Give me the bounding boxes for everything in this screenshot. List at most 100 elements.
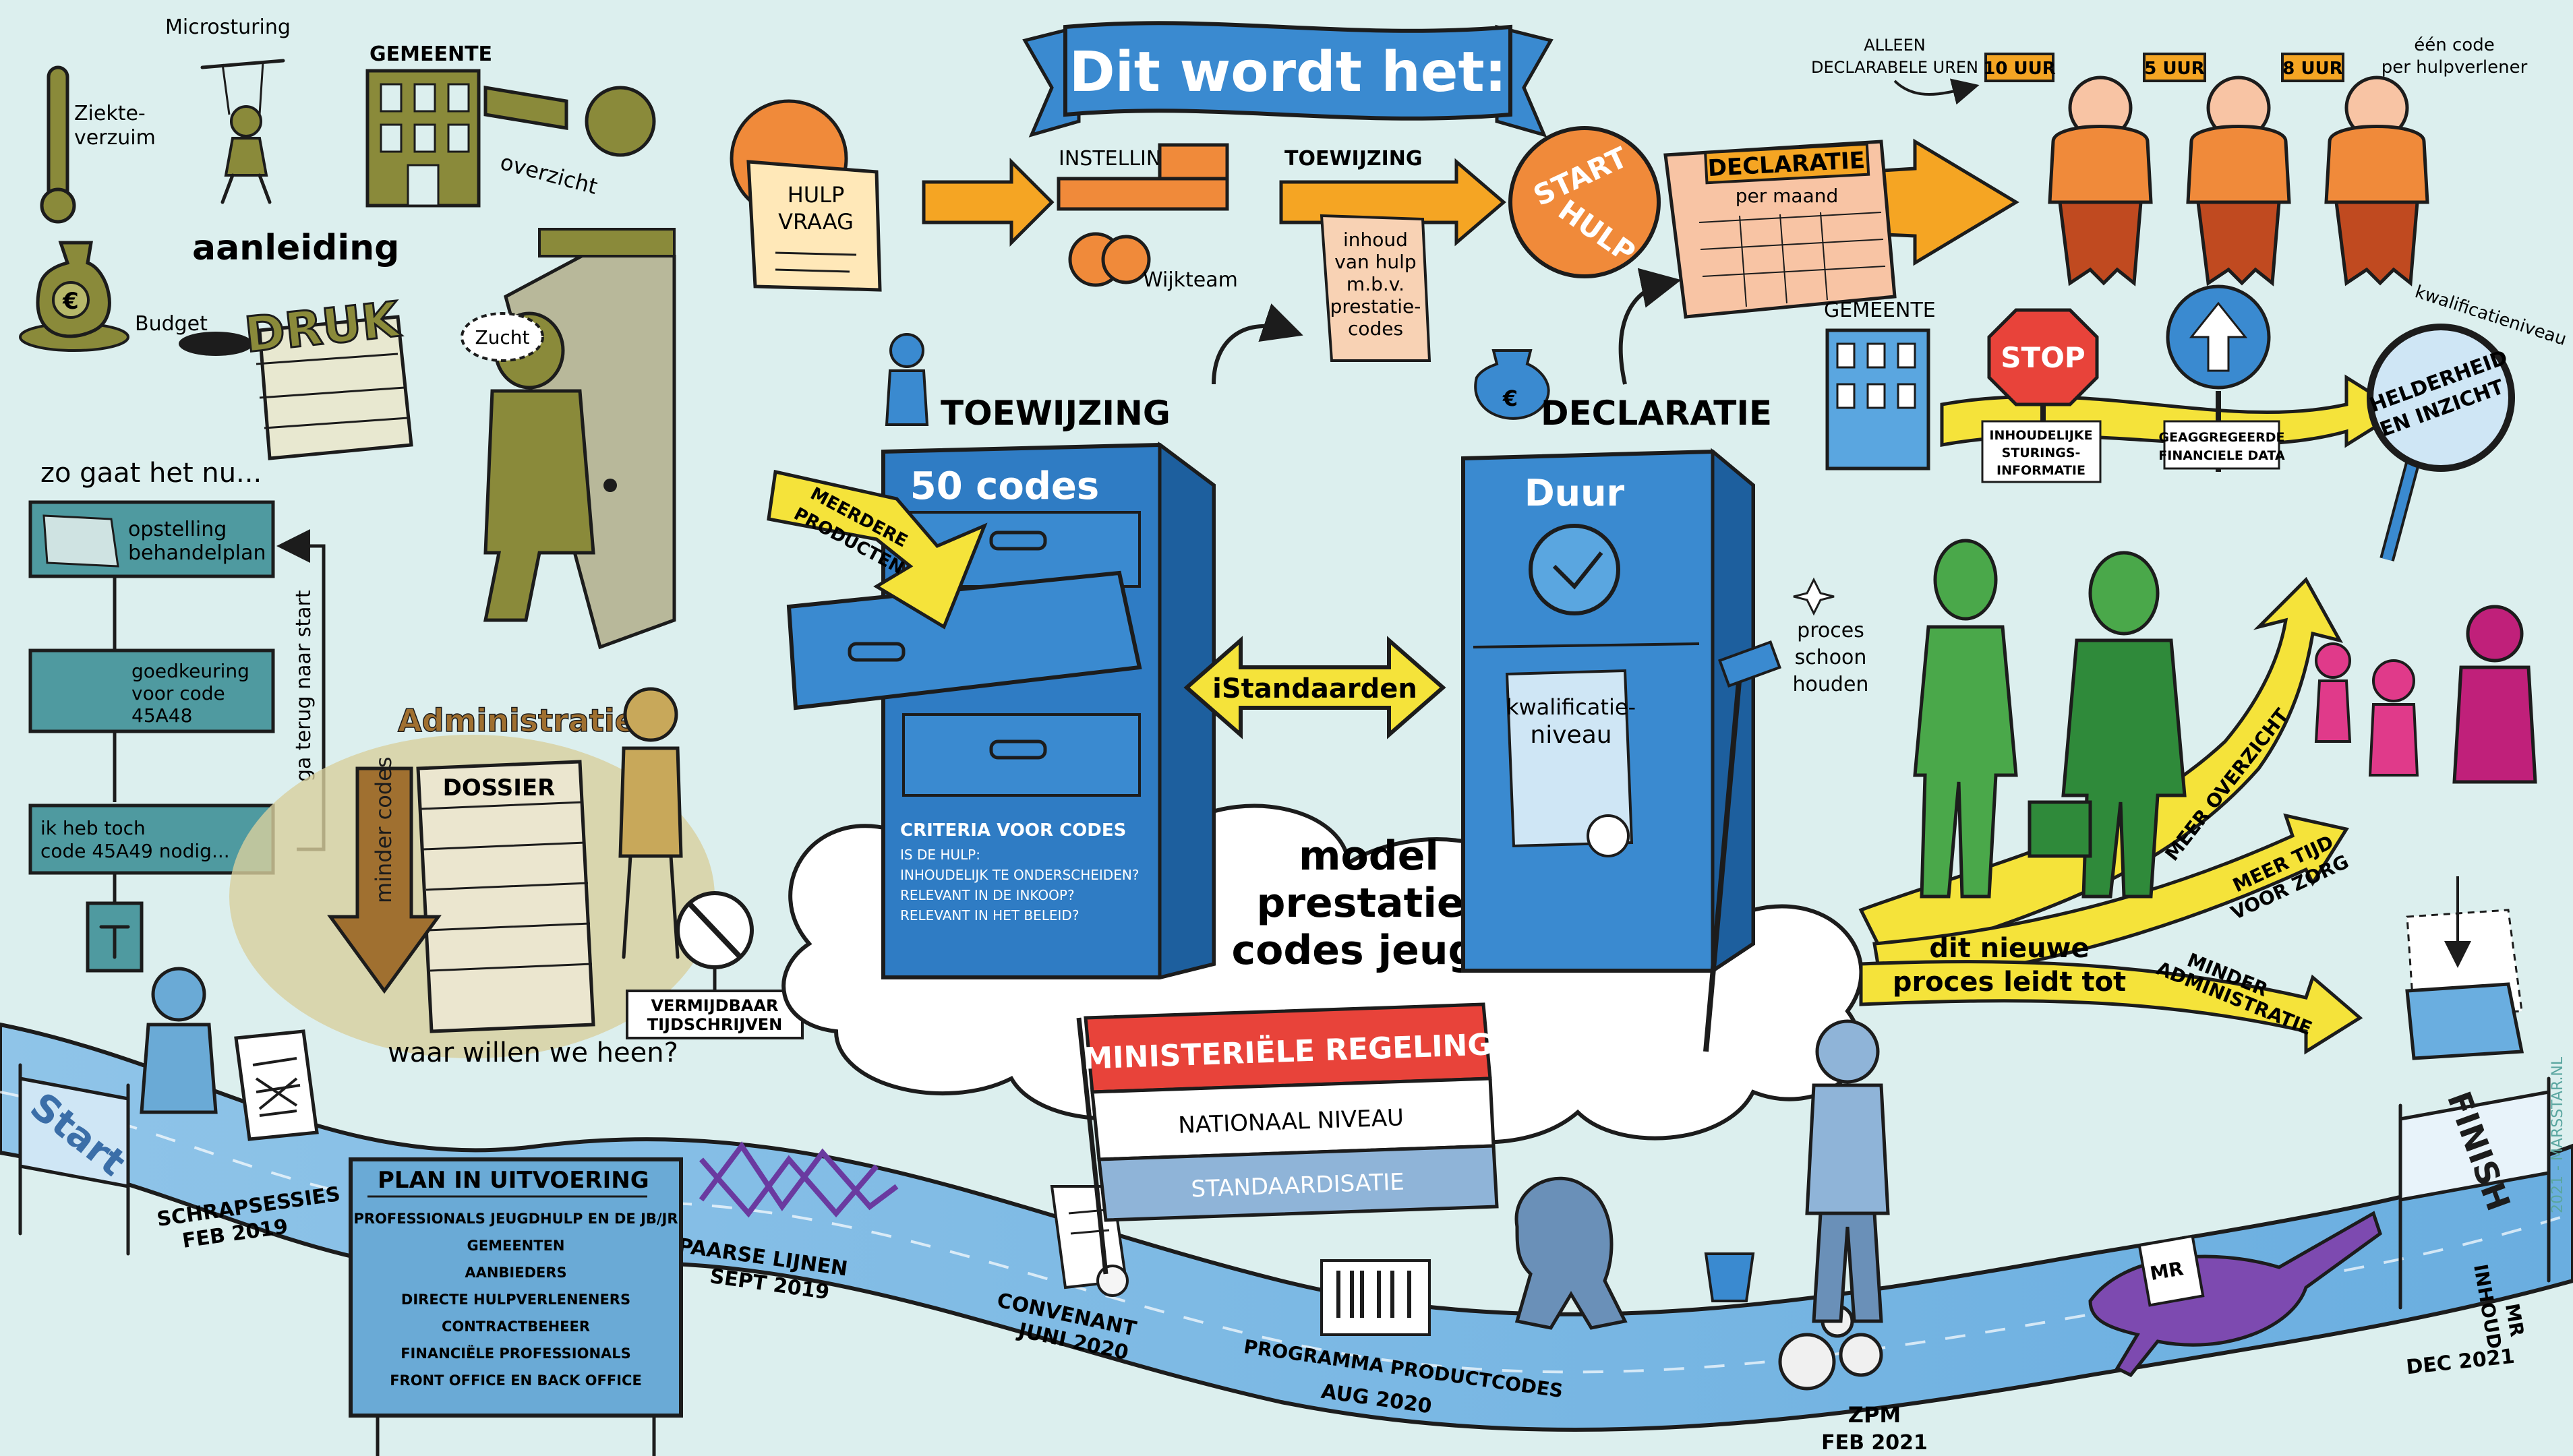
plan-in-uitvoering-sign: PLAN IN UITVOERING PROFESSIONALS JEUGDHU… <box>349 1157 683 1456</box>
plan-item: PROFESSIONALS JEUGDHULP EN DE JB/JR <box>353 1211 678 1227</box>
ziekteverzuim-label: Ziekte- <box>74 102 146 125</box>
dit-wordt-het-banner: Dit wordt het: <box>1022 21 1554 138</box>
hulpvraag-label: HULP <box>788 182 845 208</box>
waar-heen-label: waar willen we heen? <box>388 1037 678 1068</box>
istandaarden-arrow: iStandaarden <box>1183 636 1446 739</box>
plan-item: GEMEENTEN <box>467 1238 565 1254</box>
alleen-label: ALLEEN <box>1864 36 1925 55</box>
plan-item: DIRECTE HULPVERLENENERS <box>401 1292 630 1308</box>
toewijzing-title: TOEWIJZING <box>941 394 1171 433</box>
instelling-label: INSTELLING <box>1059 147 1177 171</box>
start-banner: Start <box>18 1063 134 1256</box>
inhoudelijke-label: INFORMATIE <box>1997 463 2086 478</box>
model-label: codes jeugd <box>1232 927 1506 974</box>
leidt-tot-label: dit nieuwe <box>1929 933 2089 964</box>
banner-title: Dit wordt het: <box>1069 40 1507 104</box>
zo-gaat-heading: zo gaat het nu... <box>40 458 262 489</box>
toewijzing-detail: codes <box>1348 317 1403 340</box>
proces-label: schoon <box>1795 646 1867 669</box>
microsturing-label: Microsturing <box>165 16 291 39</box>
step-label: code 45A49 nodig... <box>40 840 230 862</box>
hulpvraag-label: VRAAG <box>778 209 854 235</box>
criteria-item: IS DE HULP: <box>900 847 980 863</box>
waar-heen-area: Administratie DOSSIER minder codes VERMI… <box>229 687 804 1068</box>
toewijzing-detail: m.b.v. <box>1347 273 1404 295</box>
ministeriele-regeling-flag: MINISTERIËLE REGELING NATIONAAL NIVEAU S… <box>1076 1002 1499 1275</box>
green-men-illustration <box>1913 539 2187 899</box>
inhoudelijke-label: STURINGS- <box>2002 446 2081 460</box>
toewijzing-cabinet: TOEWIJZING 50 codes CRITERIA VOOR CODES … <box>786 333 1216 980</box>
declaratie-cabinet: € DECLARATIE Duur kwalificatie- niveau <box>1461 349 1772 974</box>
duur-label: Duur <box>1525 472 1625 514</box>
wijkteam-label: Wijkteam <box>1143 268 1238 292</box>
arrow-sign-icon <box>2166 284 2271 472</box>
geaggregeerde-label: GEAGGREGEERDE <box>2158 430 2284 445</box>
aanleiding-heading: aanleiding <box>192 228 399 268</box>
gemeente-right: GEMEENTE <box>1824 299 1936 471</box>
minder-codes-label: minder codes <box>371 756 396 903</box>
euro-icon: € <box>62 288 79 315</box>
declaratie-title: DECLARATIE <box>1541 394 1772 433</box>
ziekteverzuim-label: verzuim <box>74 126 156 150</box>
model-label: model <box>1299 832 1439 880</box>
codes-label: 50 codes <box>910 464 1100 508</box>
helderheid-path: STOP INHOUDELIJKE STURINGS- INFORMATIE G… <box>1940 284 2515 562</box>
gemeente-label: GEMEENTE <box>369 42 492 66</box>
kwalificatie-label: kwalificatie- <box>1506 694 1636 720</box>
alleen-label: DECLARABELE UREN <box>1811 58 1978 77</box>
toewijzing-detail: inhoud <box>1343 229 1408 251</box>
uren-label: 5 UUR <box>2144 59 2204 79</box>
step-label: voor code <box>131 682 225 704</box>
plan-title: PLAN IN UITVOERING <box>378 1167 649 1194</box>
person-icon <box>885 333 929 426</box>
toewijzing-detail: van hulp <box>1334 251 1416 273</box>
start-hulp-ball: START HULP <box>1508 126 1682 385</box>
milestone-title: ZPM <box>1848 1402 1901 1428</box>
hulpverleners-group: 10 UUR 5 UUR 8 UUR <box>1983 53 2429 286</box>
inhoudelijke-label: INHOUDELIJKE <box>1989 428 2092 443</box>
druk-papers: DRUK <box>241 290 413 460</box>
leidt-tot-label: proces leidt tot <box>1893 967 2126 998</box>
criteria-title: CRITERIA VOOR CODES <box>900 820 1126 841</box>
finish-banner: FINISH <box>2398 1076 2551 1310</box>
budget-label: Budget <box>135 312 208 336</box>
hulpverlener: 10 UUR <box>1983 53 2153 286</box>
zucht-label: Zucht <box>475 326 529 348</box>
instelling-wijkteam: INSTELLING Wijkteam <box>1057 143 1238 292</box>
hulpverlener: 5 UUR <box>2143 53 2291 286</box>
ga-terug-label: ga terug naar start <box>292 590 316 782</box>
gemeente-label: GEMEENTE <box>1824 299 1936 322</box>
papers-stack-right <box>2405 876 2524 1060</box>
een-code-label: één code <box>2414 35 2494 55</box>
man-leaving-door: Zucht <box>461 228 676 650</box>
step-label: opstelling <box>128 518 227 541</box>
budget-moneybag: € Budget <box>19 241 253 356</box>
stop-sign-icon: STOP <box>1987 308 2099 472</box>
no-timesheet-icon <box>676 891 754 993</box>
vermijdbaar-label: VERMIJDBAAR <box>651 996 778 1015</box>
step-label: behandelplan <box>128 541 266 565</box>
plan-item: FRONT OFFICE EN BACK OFFICE <box>390 1372 642 1389</box>
person-with-list-illustration <box>140 967 319 1141</box>
purple-crocodile-illustration: MR <box>2088 1211 2382 1378</box>
credit-label: 2021 - MARSSTAR.NL <box>2549 1056 2566 1213</box>
family-illustration <box>2314 605 2537 784</box>
timeline-road <box>0 1022 2573 1432</box>
hulpverlener: 8 UUR <box>2281 53 2429 286</box>
magnifier-icon: HELDERHEID EN INZICHT <box>2367 324 2515 562</box>
criteria-item: INHOUDELIJK TE ONDERSCHEIDEN? <box>900 867 1139 883</box>
step-label: ik heb toch <box>40 817 146 839</box>
toewijzing-detail: prestatie- <box>1330 295 1421 317</box>
declaratie-calendar: DECLARATIE per maand <box>1663 140 1897 319</box>
lion-illustration <box>1514 1176 1628 1330</box>
model-label: prestatie- <box>1257 880 1481 927</box>
proces-label: proces <box>1797 619 1864 642</box>
hulpvraag-card: HULP VRAAG <box>730 99 882 292</box>
moneybag-icon: € <box>1474 349 1550 420</box>
plan-item: FINANCIËLE PROFESSIONALS <box>401 1345 631 1362</box>
dossier-label: DOSSIER <box>443 775 556 801</box>
gemeente-building: GEMEENTE overzicht <box>365 42 656 208</box>
overzicht-label: overzicht <box>498 149 600 200</box>
